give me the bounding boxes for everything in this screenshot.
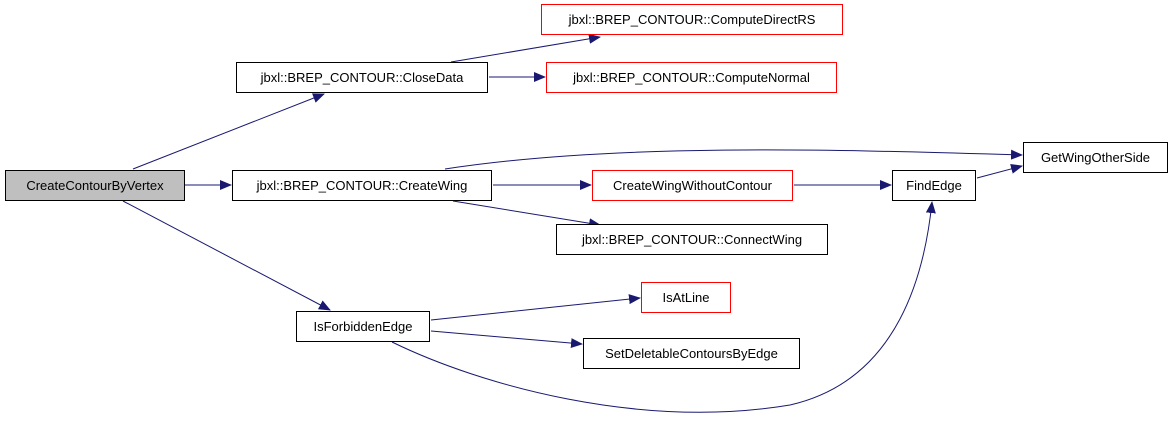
node-compute-direct-rs[interactable]: jbxl::BREP_CONTOUR::ComputeDirectRS — [541, 4, 843, 35]
edge-is-forbidden-edge-to-set-deletable-contours-by-edge — [430, 330, 583, 349]
node-is-at-line[interactable]: IsAtLine — [641, 282, 731, 313]
node-close-data[interactable]: jbxl::BREP_CONTOUR::CloseData — [236, 62, 488, 93]
node-create-contour-by-vertex: CreateContourByVertex — [5, 170, 185, 201]
node-set-deletable-contours-by-edge[interactable]: SetDeletableContoursByEdge — [583, 338, 800, 369]
edge-create-wing-to-get-wing-other-side — [444, 149, 1023, 170]
node-create-wing[interactable]: jbxl::BREP_CONTOUR::CreateWing — [232, 170, 492, 201]
edge-is-forbidden-edge-to-is-at-line — [430, 294, 641, 321]
edge-close-data-to-compute-direct-rs — [450, 33, 601, 63]
node-is-forbidden-edge[interactable]: IsForbiddenEdge — [296, 311, 430, 342]
node-find-edge[interactable]: FindEdge — [892, 170, 976, 201]
node-create-wing-without-contour[interactable]: CreateWingWithoutContour — [592, 170, 793, 201]
node-compute-normal[interactable]: jbxl::BREP_CONTOUR::ComputeNormal — [546, 62, 837, 93]
node-connect-wing[interactable]: jbxl::BREP_CONTOUR::ConnectWing — [556, 224, 828, 255]
edge-is-forbidden-edge-to-find-edge — [391, 201, 936, 413]
edge-create-contour-by-vertex-to-is-forbidden-edge — [122, 200, 331, 311]
edge-find-edge-to-get-wing-other-side — [976, 164, 1023, 179]
edge-create-contour-by-vertex-to-close-data — [132, 93, 325, 170]
edge-create-wing-to-connect-wing — [452, 200, 601, 229]
node-get-wing-other-side[interactable]: GetWingOtherSide — [1023, 142, 1168, 173]
